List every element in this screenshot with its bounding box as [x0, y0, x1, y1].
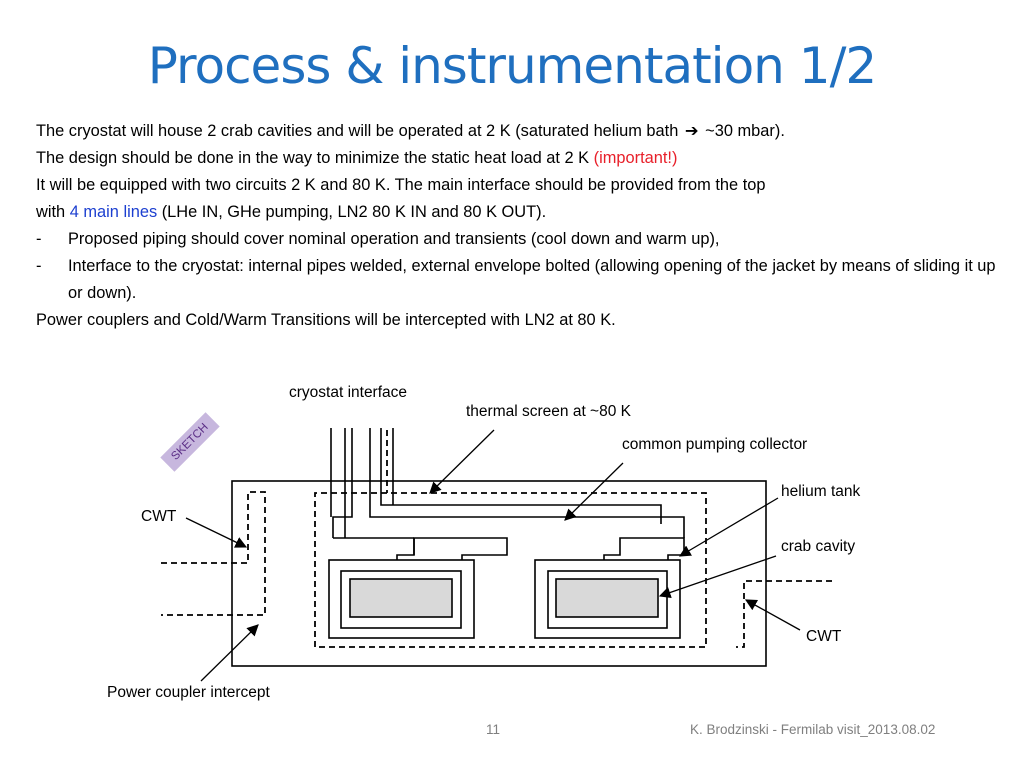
label-pumping-collector: common pumping collector [622, 436, 808, 453]
label-thermal-screen: thermal screen at ~80 K [466, 403, 631, 420]
bullet-dash: - [36, 257, 42, 275]
label-cwt-left: CWT [141, 508, 177, 525]
paragraph-2: The design should be done in the way to … [36, 149, 678, 167]
pumping-collector [332, 428, 353, 538]
paragraph-4: with 4 main lines (LHe IN, GHe pumping, … [36, 203, 547, 221]
paragraph-1: The cryostat will house 2 crab cavities … [36, 118, 1006, 145]
vacuum-vessel [231, 480, 767, 667]
label-cwt-right: CWT [806, 628, 842, 645]
label-crab-cavity: crab cavity [781, 538, 856, 555]
paragraph-5: Power couplers and Cold/Warm Transitions… [36, 311, 616, 329]
slide-title: Process & instrumentation 1/2 [147, 37, 877, 95]
bullet-item-1: - Proposed piping should cover nominal o… [36, 226, 1006, 253]
bullet-dash: - [36, 230, 42, 248]
paragraph-3: It will be equipped with two circuits 2 … [36, 176, 766, 194]
crab-cavity-right [555, 578, 659, 618]
page-number: 11 [486, 722, 501, 737]
label-power-coupler: Power coupler intercept [107, 684, 270, 701]
label-cryostat-interface: cryostat interface [289, 384, 408, 401]
thermal-screen [314, 492, 707, 648]
bullet-item-2: - Interface to the cryostat: internal pi… [36, 253, 1006, 307]
label-helium-tank: helium tank [781, 483, 861, 500]
helium-tank-left [328, 559, 475, 639]
important-note: (important!) [593, 149, 678, 167]
crab-cavity-left [349, 578, 453, 618]
cwt-left-line [161, 491, 266, 616]
helium-tank-right [534, 559, 681, 639]
slide-body: The cryostat will house 2 crab cavities … [36, 118, 1006, 334]
footer-credit: K. Brodzinski - Fermilab visit_2013.08.0… [690, 722, 936, 737]
cwt-right-line [736, 580, 832, 648]
main-lines-highlight: 4 main lines [69, 203, 158, 221]
right-arrow-icon: ➔ [684, 122, 699, 140]
